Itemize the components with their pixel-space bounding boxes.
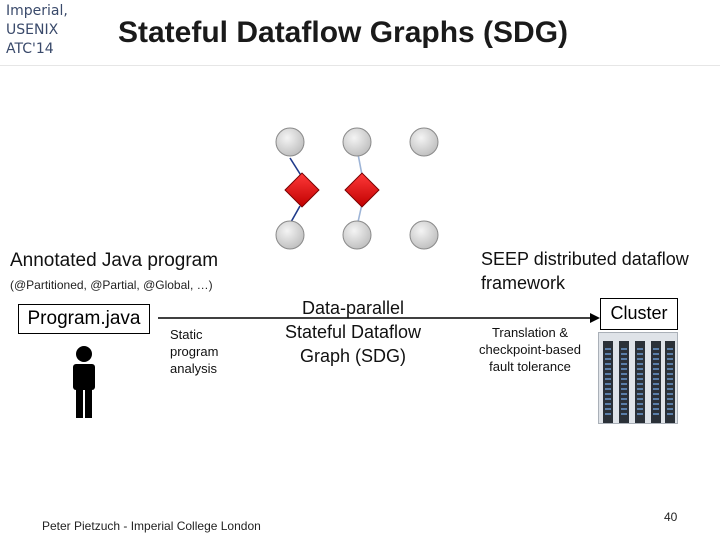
state-node xyxy=(284,172,320,208)
annotation-list: (@Partitioned, @Partial, @Global, …) xyxy=(10,278,213,292)
static-analysis-label: Static program analysis xyxy=(170,326,250,377)
seep-framework-label: SEEP distributed dataflow framework xyxy=(481,247,717,295)
footer-author: Peter Pietzuch - Imperial College London xyxy=(42,519,261,533)
static-analysis-line: program xyxy=(170,344,219,359)
translation-line: checkpoint-based xyxy=(479,342,581,357)
seep-line: SEEP distributed dataflow xyxy=(481,249,689,269)
cluster-box: Cluster xyxy=(600,298,678,330)
venue-line: USENIX xyxy=(6,22,59,38)
task-node xyxy=(275,220,305,250)
task-node xyxy=(275,127,305,157)
sdg-edge xyxy=(357,203,363,223)
server-rack xyxy=(665,341,675,423)
sdg-label-line: Data-parallel xyxy=(301,298,405,318)
sdg-label: Data-parallel Stateful Dataflow Graph (S… xyxy=(260,296,446,368)
static-analysis-line: analysis xyxy=(170,361,217,376)
seep-line: framework xyxy=(481,273,566,293)
server-rack xyxy=(635,341,645,423)
page-number: 40 xyxy=(664,510,678,524)
translation-label: Translation & checkpoint-based fault tol… xyxy=(466,324,594,375)
program-file-box: Program.java xyxy=(18,304,150,334)
sdg-edges xyxy=(289,153,363,223)
server-rack xyxy=(651,341,661,423)
state-node xyxy=(344,172,380,208)
translation-line: Translation & xyxy=(491,325,569,340)
cluster-photo xyxy=(598,332,678,424)
venue-line: Imperial, xyxy=(6,3,68,19)
translation-line: fault tolerance xyxy=(489,359,571,374)
static-analysis-line: Static xyxy=(170,327,203,342)
slide-header: Imperial, USENIX ATC'14 Stateful Dataflo… xyxy=(0,0,720,66)
annotated-java-title: Annotated Java program xyxy=(10,250,219,271)
venue-label: Imperial, USENIX ATC'14 xyxy=(6,2,96,59)
sdg-task-nodes-bottom xyxy=(275,220,439,250)
server-rack xyxy=(619,341,629,423)
task-node xyxy=(342,127,372,157)
sdg-task-nodes-top xyxy=(275,127,439,157)
sdg-edge xyxy=(290,205,301,223)
sdg-label-line: Graph (SDG) xyxy=(299,346,407,366)
sdg-edge xyxy=(289,157,303,178)
person-icon xyxy=(73,346,95,418)
sdg-label-line: Stateful Dataflow xyxy=(284,322,422,342)
task-node xyxy=(409,220,439,250)
server-rack xyxy=(603,341,613,423)
venue-line: ATC'14 xyxy=(6,41,54,57)
sdg-edge xyxy=(357,153,363,176)
sdg-state-nodes xyxy=(284,172,380,208)
task-node xyxy=(342,220,372,250)
slide-title: Stateful Dataflow Graphs (SDG) xyxy=(118,16,569,49)
task-node xyxy=(409,127,439,157)
